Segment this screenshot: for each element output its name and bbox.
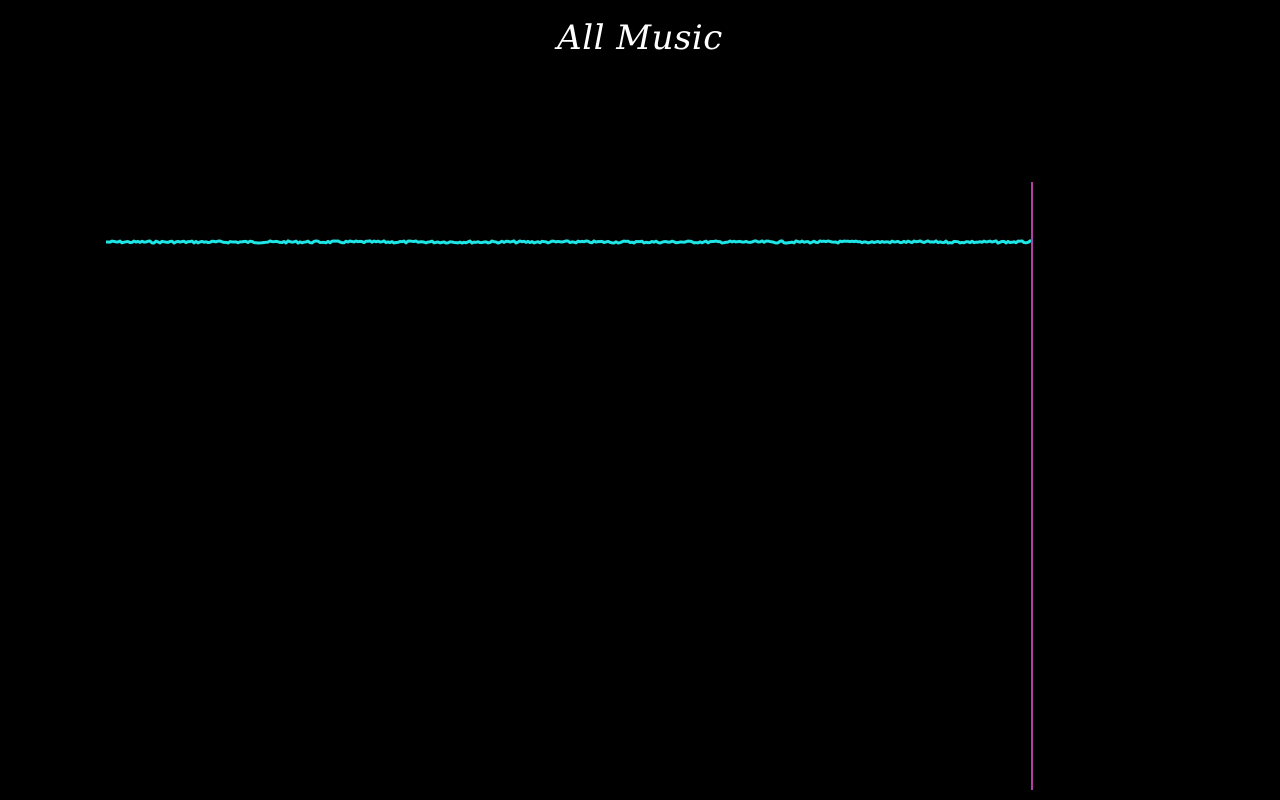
page-title: All Music (557, 18, 723, 58)
timeline-divider (1031, 182, 1033, 790)
audio-waveform (106, 239, 1032, 245)
waveform-line (106, 239, 1032, 245)
